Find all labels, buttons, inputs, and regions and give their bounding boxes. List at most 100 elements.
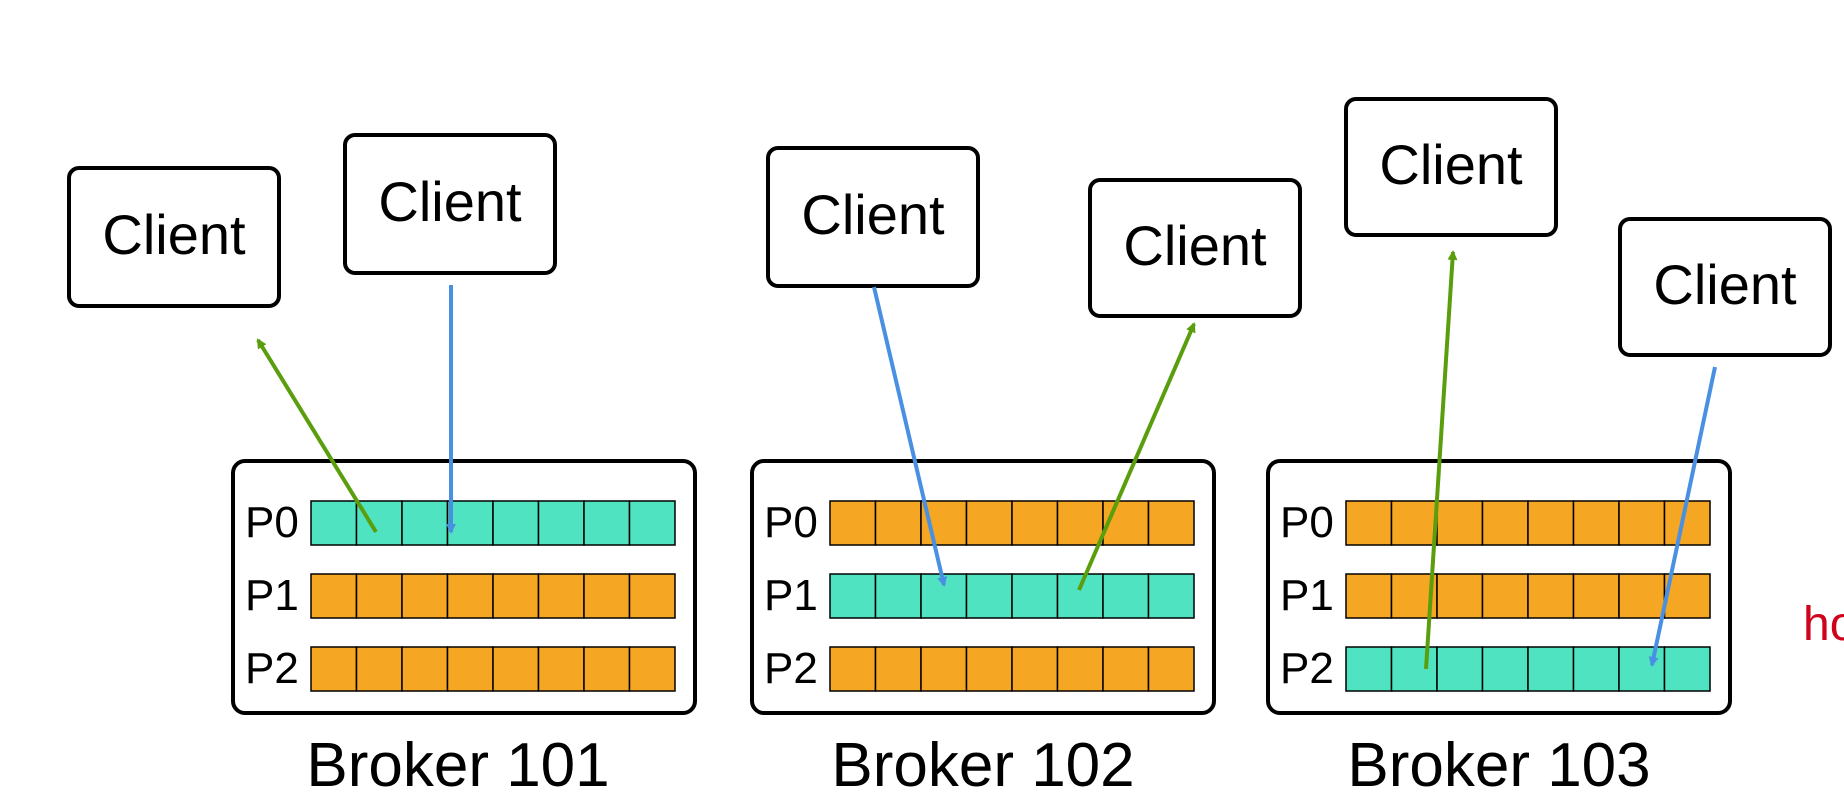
read-arrow-broker-103 [1424,250,1458,670]
broker-101-label: Broker 101 [306,731,609,800]
partition-cell [874,646,922,692]
partition-cell [401,573,449,619]
partition-cell [965,500,1013,546]
client-2: Client [343,133,557,275]
read-arrow-broker-102 [1077,322,1196,591]
client-label: Client [1653,253,1797,316]
partition-label-p1: P1 [1280,571,1334,620]
partition-cell [628,646,676,692]
partition-cell [874,500,922,546]
partition-cell [537,500,585,546]
partition-cell [355,646,403,692]
partition-cell [1056,646,1104,692]
partition-cell [1436,646,1484,692]
partition-cell [628,573,676,619]
partition-cell [920,646,968,692]
partition-label-p2: P2 [1280,644,1334,693]
partition-cell [1572,573,1620,619]
partition-cell [537,646,585,692]
partition-cell [1147,573,1195,619]
client-label: Client [102,203,246,266]
partition-cell [446,646,494,692]
partition-cell [1390,646,1438,692]
partition-cell [583,573,631,619]
client-6: Client [1618,217,1832,357]
partition-cell [1663,500,1711,546]
partition-cell [310,646,358,692]
partition-cell [1618,500,1666,546]
partition-cell [1481,573,1529,619]
partition-label-p2: P2 [245,644,299,693]
partition-cell [829,573,877,619]
partition-cell [965,646,1013,692]
partition-cell [1056,573,1104,619]
partition-cell [1102,500,1150,546]
partition-cell [1011,573,1059,619]
client-label: Client [801,183,945,246]
partition-cell [1436,500,1484,546]
client-label: Client [1379,133,1523,196]
partition-cell [1345,573,1393,619]
partition-cell [355,573,403,619]
partition-cell [1527,573,1575,619]
client-5: Client [1344,97,1558,237]
partition-label-p0: P0 [245,498,299,547]
client-label: Client [378,170,522,233]
partition-cell [492,646,540,692]
partition-cell [1011,500,1059,546]
partition-cell [1102,646,1150,692]
partition-cell [829,646,877,692]
partition-label-p1: P1 [764,571,818,620]
partition-cell [1345,646,1393,692]
partition-label-p0: P0 [764,498,818,547]
partition-label-p0: P0 [1280,498,1334,547]
broker-103-label: Broker 103 [1347,731,1650,800]
partition-cell [583,500,631,546]
partition-cell [874,573,922,619]
partition-cell [1663,573,1711,619]
partition-cell [1572,500,1620,546]
partition-cell [1663,646,1711,692]
partition-cell [829,500,877,546]
partition-cell [446,573,494,619]
client-4: Client [1088,178,1302,318]
broker-102-label: Broker 102 [831,731,1134,800]
cropped-text: ho [1803,598,1844,651]
partition-cell [1481,500,1529,546]
read-arrow-broker-101 [256,338,378,534]
partition-cell [628,500,676,546]
partition-cell [1436,573,1484,619]
partition-cell [1102,573,1150,619]
partition-cell [583,646,631,692]
partition-cell [1056,500,1104,546]
partition-cell [1147,646,1195,692]
partition-cell [446,500,494,546]
partition-cell [1618,646,1666,692]
partition-cell [492,500,540,546]
partition-cell [1345,500,1393,546]
partition-cell [1481,646,1529,692]
partition-cell [965,573,1013,619]
partition-cell [401,646,449,692]
partition-cell [310,500,358,546]
write-arrow-broker-103 [1648,366,1717,667]
partition-cell [1390,500,1438,546]
partition-cell [1527,500,1575,546]
partition-cell [310,573,358,619]
partition-label-p1: P1 [245,571,299,620]
partition-cell [492,573,540,619]
client-label: Client [1123,214,1267,277]
partition-cell [537,573,585,619]
write-arrow-broker-102 [872,286,948,587]
partition-cell [401,500,449,546]
client-3: Client [766,146,980,288]
partition-cell [1527,646,1575,692]
partition-cell [1618,573,1666,619]
partition-cell [1147,500,1195,546]
client-1: Client [67,166,281,308]
partition-label-p2: P2 [764,644,818,693]
partition-cell [1572,646,1620,692]
